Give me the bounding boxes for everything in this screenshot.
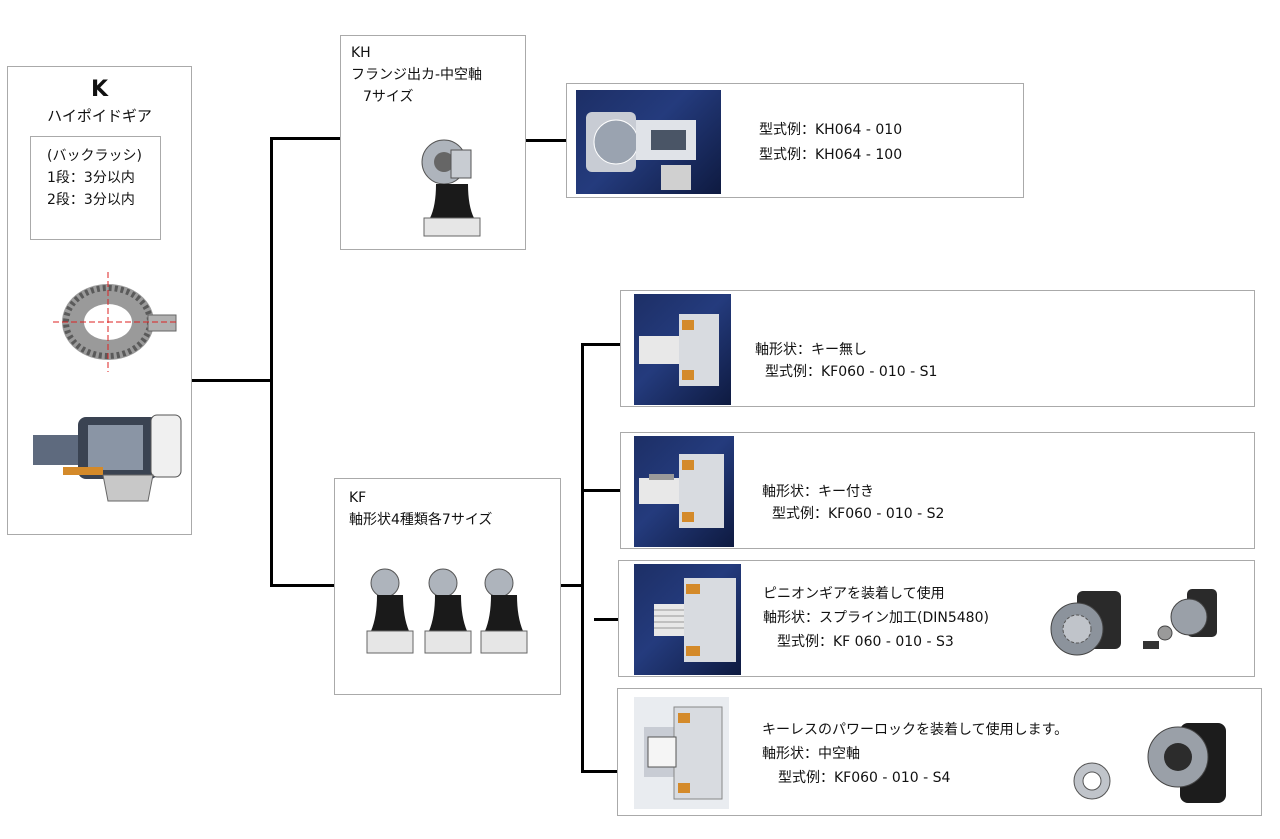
s4-line-3: 型式例：KF060 - 010 - S4 [778, 770, 951, 786]
kh-example-2: 型式例：KH064 - 100 [759, 147, 903, 163]
s3-line-1: ピニオンギアを装着して使用 [763, 586, 945, 602]
variant-box-s4: キーレスのパワーロックを装着して使用します。 軸形状：中空軸 型式例：KF060… [617, 688, 1262, 816]
s4-line-2: 軸形状：中空軸 [762, 746, 860, 762]
connector-s3 [594, 618, 620, 621]
connector-k-trunk [192, 379, 272, 382]
connector-variants-vertical [581, 343, 584, 773]
backlash-stage1: 1段：3分以内 [47, 170, 135, 186]
kh-example-box: 型式例：KH064 - 010 型式例：KH064 - 100 [566, 83, 1024, 198]
s3-spline-gearbox-image [1050, 591, 1121, 656]
s1-line-1: 軸形状：キー無し [755, 342, 867, 358]
s4-hollow-shaft-image [634, 697, 729, 809]
kh-code: KH [351, 45, 371, 61]
s2-line-2: 型式例：KF060 - 010 - S2 [772, 506, 945, 522]
backlash-stage2: 2段：3分以内 [47, 192, 135, 208]
s1-shaft-image [634, 294, 731, 405]
s2-line-1: 軸形状：キー付き [762, 484, 874, 500]
kf-description: 軸形状4種類各7サイズ [349, 512, 493, 528]
connector-s1 [581, 343, 621, 346]
variant-box-s2: 軸形状：キー付き 型式例：KF060 - 010 - S2 [620, 432, 1255, 549]
variant-box-s1: 軸形状：キー無し 型式例：KF060 - 010 - S1 [620, 290, 1255, 407]
connector-kh-example [525, 139, 567, 142]
s2-shaft-image [634, 436, 734, 547]
kh-gearbox-image [421, 139, 481, 237]
kf-code: KF [349, 490, 367, 506]
connector-s4 [581, 770, 618, 773]
connector-main-vertical [270, 137, 273, 587]
backlash-box: (バックラッシ) 1段：3分以内 2段：3分以内 [30, 136, 161, 240]
kf-gearbox-trio-image [366, 568, 528, 654]
kh-description: フランジ出カ-中空軸 [351, 67, 483, 83]
s3-line-3: 型式例：KF 060 - 010 - S3 [777, 634, 954, 650]
kh-example-1: 型式例：KH064 - 010 [759, 122, 903, 138]
hypoid-gear-illustration [53, 272, 178, 372]
kh-series-box: KH フランジ出カ-中空軸 7サイズ [340, 35, 526, 250]
connector-s2 [581, 489, 621, 492]
k-gearbox-cutaway-image [33, 405, 183, 505]
kh-cutaway-image [576, 90, 721, 194]
connector-to-kf [270, 584, 335, 587]
backlash-title: (バックラッシ) [47, 148, 142, 164]
k-letter: K [90, 77, 109, 102]
kh-sizes: 7サイズ [363, 89, 414, 105]
kf-series-box: KF 軸形状4種類各7サイズ [334, 478, 561, 695]
k-name: ハイポイドギア [47, 107, 152, 125]
variant-box-s3: ピニオンギアを装着して使用 軸形状：スプライン加工(DIN5480) 型式例：K… [618, 560, 1255, 677]
s4-hollow-gearbox-image [1147, 723, 1226, 803]
s3-line-2: 軸形状：スプライン加工(DIN5480) [763, 610, 989, 626]
s1-line-2: 型式例：KF060 - 010 - S1 [765, 364, 938, 380]
k-series-box: K ハイポイドギア (バックラッシ) 1段：3分以内 2段：3分以内 [7, 66, 192, 535]
s4-power-lock-ring-image [1073, 762, 1111, 800]
s3-pinion-assembly-image [1143, 589, 1217, 649]
connector-to-kh [270, 137, 341, 140]
s3-spline-shaft-image [634, 564, 741, 675]
s4-line-1: キーレスのパワーロックを装着して使用します。 [762, 722, 1069, 738]
connector-kf-trunk [560, 584, 584, 587]
